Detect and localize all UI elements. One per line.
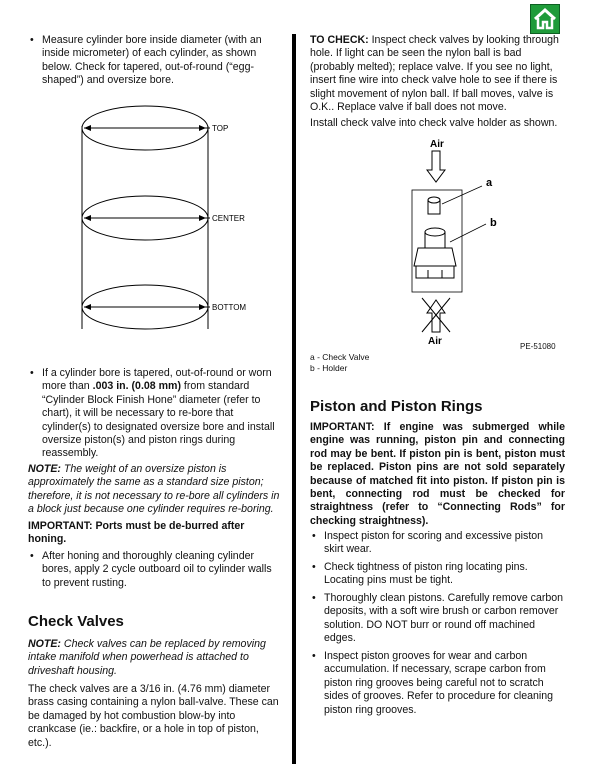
home-button[interactable] (530, 4, 560, 34)
to-check-paragraph: TO CHECK: Inspect check valves by lookin… (310, 34, 562, 114)
note-text: The weight of an oversize piston is appr… (28, 463, 280, 516)
bullet-inspect-grooves: Inspect piston grooves for wear and carb… (310, 650, 565, 717)
air-label-top: Air (430, 139, 444, 150)
column-divider (292, 34, 296, 764)
important-deburr: IMPORTANT: Ports must be de-burred after… (28, 520, 245, 546)
cylinder-diagram: TOP CENTER BOTTOM (81, 105, 246, 330)
bullet-tapered-bold: .003 in. (0.08 mm) (92, 380, 181, 393)
bullet-tapered-text-a: If a cylinder bore is tapered, out-of-ro… (42, 367, 272, 393)
note2-label: NOTE: (28, 638, 61, 650)
label-a: a (486, 177, 493, 189)
important-submerged: IMPORTANT: If engine was submerged while… (310, 421, 565, 527)
to-check-label: TO CHECK: (310, 34, 369, 46)
label-bottom: BOTTOM (212, 303, 246, 312)
bullet-inspect-piston: Inspect piston for scoring and excessive… (310, 530, 565, 557)
heading-piston-rings: Piston and Piston Rings (310, 398, 483, 415)
figure-code: PE-51080 (520, 342, 556, 351)
bullet-tapered: If a cylinder bore is tapered, out-of-ro… (28, 367, 280, 461)
label-b: b (490, 217, 497, 229)
legend-b: b - Holder (310, 363, 348, 373)
note-check-valves: NOTE: Check valves can be replaced by re… (28, 638, 280, 678)
bullet-tapered-text-b: from standard “Cylinder Block Finish Hon… (42, 380, 275, 460)
bullet-clean-pistons: Thoroughly clean pistons. Carefully remo… (310, 592, 565, 646)
air-label-bottom: Air (428, 336, 442, 347)
to-check-text: Inspect check valves by looking through … (310, 34, 559, 114)
note2-text: Check valves can be replaced by removing… (28, 638, 266, 677)
legend-a: a - Check Valve (310, 352, 370, 362)
home-icon (533, 7, 557, 30)
label-top: TOP (212, 124, 228, 133)
note-oversize: NOTE: The weight of an oversize piston i… (28, 463, 280, 517)
label-center: CENTER (212, 214, 245, 223)
note-label: NOTE: (28, 463, 61, 475)
check-valve-figure: Air a b Air (411, 139, 497, 347)
install-instruction: Install check valve into check valve hol… (310, 117, 558, 129)
bullet-measure-bore: Measure cylinder bore inside diameter (w… (28, 34, 280, 88)
bullet-honing: After honing and thoroughly cleaning cyl… (28, 550, 280, 590)
bullet-ring-pins: Check tightness of piston ring locating … (310, 561, 565, 588)
paragraph-check-valves: The check valves are a 3/16 in. (4.76 mm… (28, 683, 279, 749)
heading-check-valves: Check Valves (28, 613, 124, 630)
